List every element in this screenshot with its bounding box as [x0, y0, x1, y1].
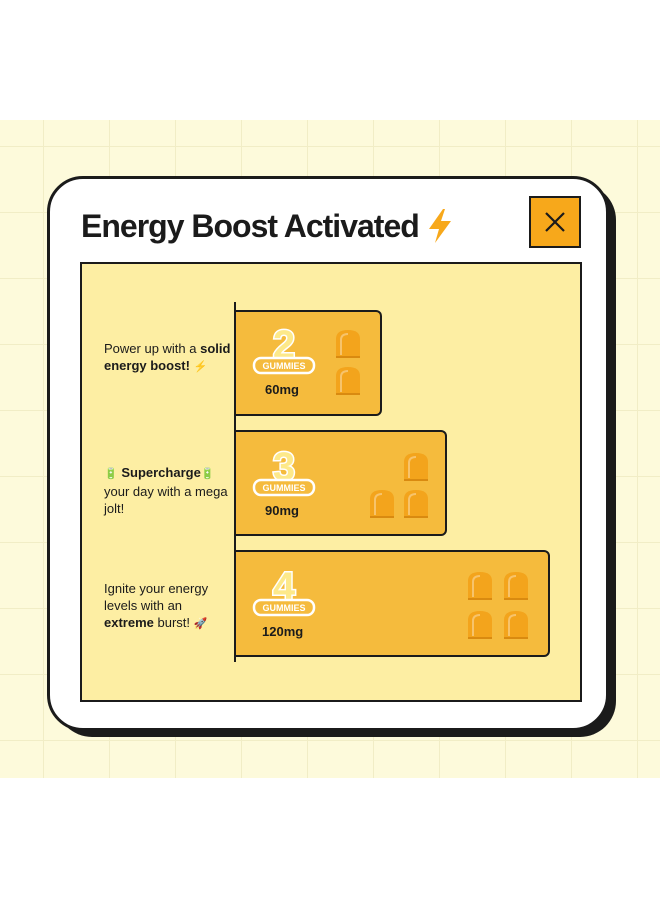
description-text: your day with a mega jolt! — [104, 484, 228, 516]
dose-amount: 120mg — [262, 624, 304, 639]
dialog-title: Energy Boost Activated — [81, 203, 453, 249]
gummy-icon — [332, 327, 364, 359]
lightning-emoji: ⚡ — [193, 361, 208, 373]
battery-emoji: 🔋 — [200, 468, 215, 480]
gummy-icon — [400, 487, 432, 519]
gummy-count: 3 — [273, 446, 295, 489]
gummies-label: GUMMIES — [262, 603, 305, 613]
gummies-badge: 3 GUMMIES — [252, 446, 316, 497]
close-button[interactable] — [529, 196, 581, 248]
gummy-icon — [464, 569, 496, 601]
lightning-bolt-icon — [428, 209, 451, 243]
gummy-icon — [332, 364, 364, 396]
gummy-icon — [366, 487, 398, 519]
description-bold: Supercharge — [121, 465, 201, 480]
gummy-icon — [500, 569, 532, 601]
row-description: 🔋 Supercharge🔋 your day with a mega jolt… — [104, 464, 232, 517]
dose-amount: 90mg — [265, 503, 299, 518]
gummies-label: GUMMIES — [262, 483, 305, 493]
gummies-badge: 4 GUMMIES — [252, 566, 316, 617]
gummy-icon — [500, 608, 532, 640]
description-text: Ignite your energy levels with an — [104, 581, 209, 613]
gummies-badge: 2 GUMMIES — [252, 324, 316, 375]
battery-emoji: 🔋 — [104, 468, 118, 480]
dose-amount: 60mg — [265, 382, 299, 397]
description-bold: solid energy boost! — [104, 341, 231, 373]
gummies-label: GUMMIES — [262, 361, 305, 371]
description-text: Power up with a — [104, 341, 201, 356]
dosage-axis — [234, 302, 236, 662]
gummy-icon — [400, 450, 432, 482]
close-icon — [545, 212, 565, 232]
description-bold: extreme — [104, 615, 154, 630]
row-description: Ignite your energy levels with an extrem… — [104, 580, 232, 633]
rocket-emoji: 🚀 — [193, 618, 208, 630]
description-text: burst! — [153, 615, 190, 630]
gummy-icon — [464, 608, 496, 640]
row-description: Power up with a solid energy boost! ⚡ — [104, 340, 232, 376]
dialog-title-text: Energy Boost Activated — [81, 207, 420, 244]
